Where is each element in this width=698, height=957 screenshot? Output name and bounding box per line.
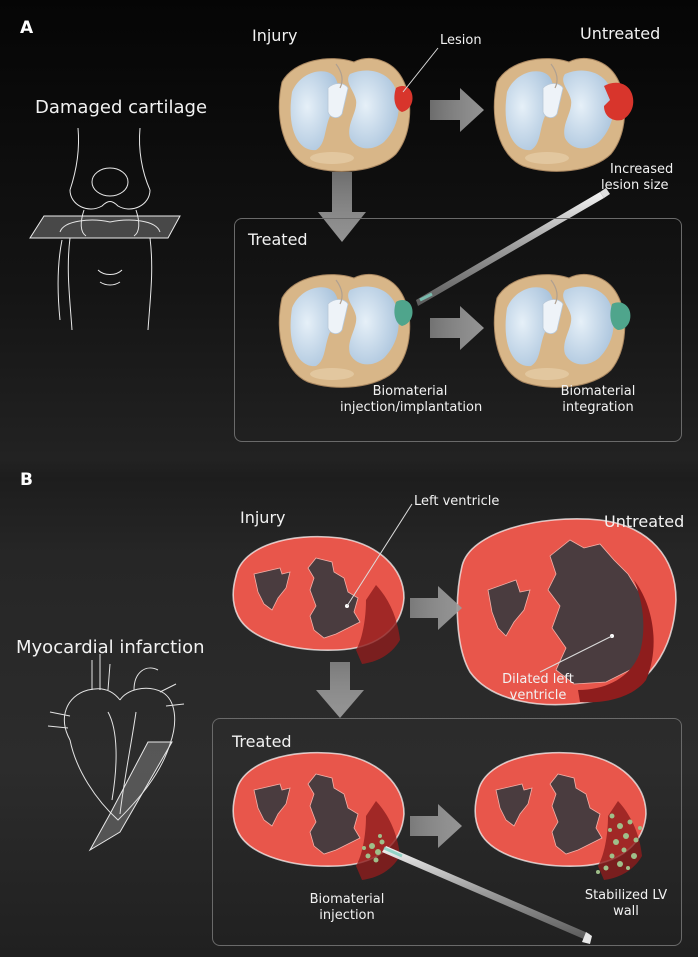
injection-needle-a — [416, 188, 610, 306]
stabilization-arrow-b — [410, 804, 462, 848]
infarct-zone — [356, 585, 400, 664]
heart-cut-plane — [88, 741, 173, 852]
panel-b-untreated-label: Untreated — [604, 512, 685, 531]
panel-b-letter: B — [20, 470, 33, 490]
progression-arrow-b — [410, 586, 462, 630]
knee-injury — [278, 57, 411, 172]
biomaterial-particles-stabilized — [596, 813, 642, 874]
panel-b-step1-line1: Biomaterial — [309, 892, 385, 907]
panel-a-untreated-note-1: Increased — [610, 162, 674, 177]
panel-a-step2-line1: Biomaterial — [560, 384, 636, 399]
panel-a-step2-line2: integration — [562, 400, 634, 415]
panel-a-condition: Damaged cartilage — [35, 97, 208, 118]
dilated-leader-line — [539, 635, 613, 673]
knee-cut-plane — [29, 215, 181, 239]
heart-untreated — [456, 518, 677, 706]
treatment-arrow-a — [318, 172, 366, 242]
panel-b-step1-line2: injection — [319, 908, 375, 923]
panel-b-treated-label: Treated — [232, 732, 292, 751]
progression-arrow-a — [430, 88, 484, 132]
panel-a-step1-line2: injection/implantation — [340, 400, 483, 415]
enlarged-lesion — [604, 82, 634, 121]
integrated-biomaterial — [610, 302, 631, 330]
biomaterial-fill — [394, 300, 413, 326]
treated-box-a — [234, 218, 682, 442]
knee-sketch — [57, 127, 161, 331]
cartilage-lesion — [394, 86, 413, 112]
panel-b-injury-label: Injury — [240, 508, 286, 527]
heart-sketch — [47, 654, 185, 821]
panel-a-lesion-label: Lesion — [440, 33, 482, 48]
knee-untreated — [493, 57, 626, 172]
panel-a-letter: A — [20, 18, 34, 38]
panel-b-ventricle-label: Left ventricle — [414, 494, 500, 509]
panel-a-untreated-note-2: lesion size — [601, 178, 669, 193]
panel-b-step2-line2: wall — [613, 904, 639, 919]
treated-box-b — [212, 718, 682, 946]
treatment-arrow-b — [316, 662, 364, 718]
ventricle-leader-line — [346, 503, 413, 607]
panel-a-injury-label: Injury — [252, 26, 298, 45]
integration-arrow-a — [430, 306, 484, 350]
panel-b-condition: Myocardial infarction — [16, 637, 205, 658]
panel-a-untreated-label: Untreated — [580, 24, 661, 43]
panel-a-treated-label: Treated — [248, 230, 308, 249]
panel-a-step1-line1: Biomaterial — [372, 384, 448, 399]
panel-b-step2-line1: Stabilized LV — [584, 888, 668, 903]
panel-b-untreated-note-2: ventricle — [509, 688, 567, 703]
panel-b-untreated-note-1: Dilated left — [502, 672, 574, 687]
lesion-leader-line — [402, 47, 439, 93]
injection-needle-b — [382, 846, 592, 944]
